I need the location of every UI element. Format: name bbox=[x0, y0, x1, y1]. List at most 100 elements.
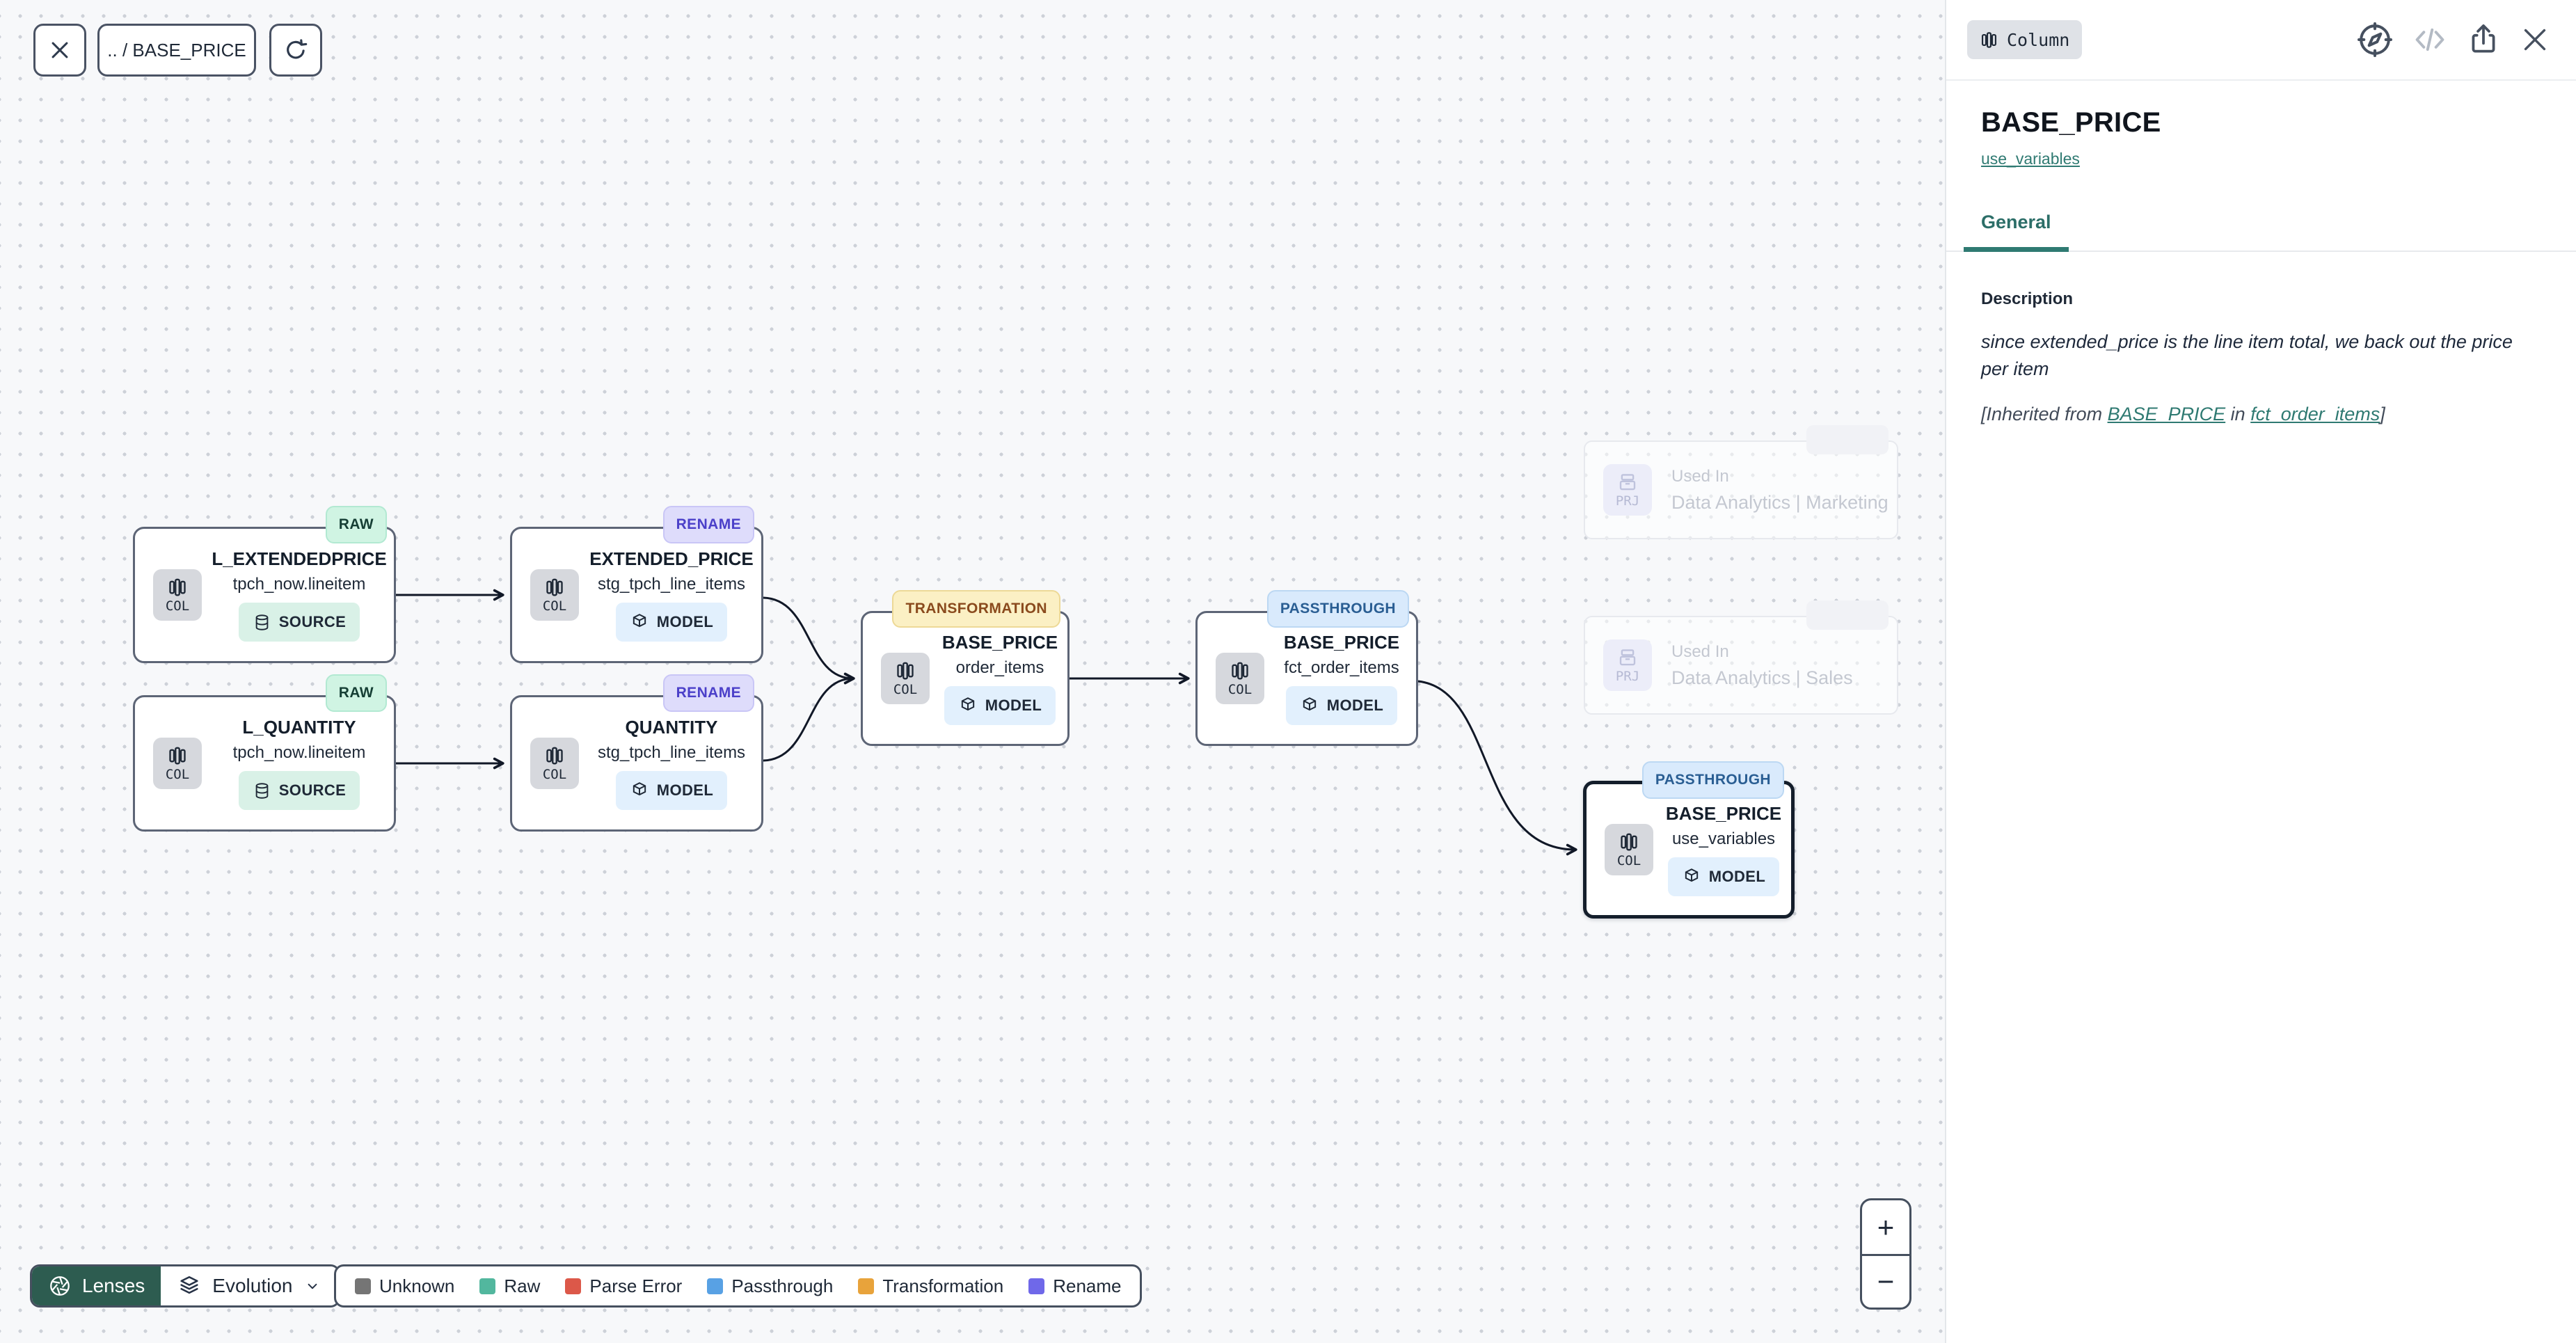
inherited-note: [Inherited from BASE_PRICE in fct_order_… bbox=[1981, 404, 2541, 425]
column-icon bbox=[897, 662, 914, 679]
close-icon bbox=[51, 42, 68, 58]
code-icon[interactable] bbox=[2412, 22, 2448, 58]
lenses-control: Lenses Evolution bbox=[30, 1264, 341, 1308]
chevron-down-icon bbox=[308, 1283, 317, 1289]
column-icon bbox=[546, 747, 563, 764]
lineage-node[interactable]: RAW COL L_EXTENDEDPRICE tpch_now.lineite… bbox=[133, 506, 396, 663]
zoom-in-button[interactable]: + bbox=[1877, 1210, 1895, 1243]
column-type-label: COL bbox=[542, 766, 567, 782]
lens-badge: RAW bbox=[325, 674, 387, 712]
column-icon bbox=[1621, 833, 1637, 850]
column-title: BASE_PRICE bbox=[1981, 107, 2161, 138]
column-type-chip: COL bbox=[530, 569, 579, 621]
ghost-lens-badge bbox=[1806, 425, 1889, 454]
lens-badge: RENAME bbox=[662, 674, 754, 712]
column-type-chip: COL bbox=[1605, 824, 1653, 875]
node-subtitle: fct_order_items bbox=[1284, 658, 1399, 677]
legend-swatch bbox=[858, 1278, 875, 1294]
node-title: EXTENDED_PRICE bbox=[589, 548, 754, 569]
lens-badge: TRANSFORMATION bbox=[892, 590, 1060, 628]
project-icon bbox=[1619, 473, 1636, 490]
legend-item: Raw bbox=[479, 1276, 540, 1297]
breadcrumb[interactable]: .. / BASE_PRICE bbox=[97, 24, 256, 77]
model-cube-icon bbox=[961, 697, 974, 711]
project-type-label: PRJ bbox=[1615, 493, 1640, 509]
lineage-node[interactable]: RENAME COL QUANTITY stg_tpch_line_items bbox=[510, 674, 763, 832]
model-link[interactable]: use_variables bbox=[1981, 150, 2080, 168]
legend-label: Parse Error bbox=[589, 1275, 683, 1296]
node-kind-badge: MODEL bbox=[1667, 857, 1780, 896]
node-kind-label: SOURCE bbox=[278, 613, 347, 630]
legend-item: Rename bbox=[1028, 1276, 1121, 1297]
node-kind-badge: MODEL bbox=[615, 771, 728, 810]
lineage-node[interactable]: RAW COL L_QUANTITY tpch_now.lineitem bbox=[133, 674, 396, 832]
used-in-label: Used In bbox=[1671, 642, 1729, 661]
column-type-chip: COL bbox=[153, 738, 202, 789]
node-title: BASE_PRICE bbox=[1283, 632, 1400, 653]
legend-item: Parse Error bbox=[565, 1276, 682, 1297]
node-subtitle: use_variables bbox=[1671, 829, 1776, 848]
lenses-button[interactable]: Lenses bbox=[32, 1266, 161, 1305]
legend-item: Unknown bbox=[355, 1276, 454, 1297]
column-type-label: COL bbox=[1227, 681, 1253, 697]
node-kind-badge: MODEL bbox=[615, 603, 728, 642]
node-subtitle: stg_tpch_line_items bbox=[597, 575, 746, 594]
project-type-label: PRJ bbox=[1615, 668, 1640, 684]
legend-swatch bbox=[707, 1278, 724, 1294]
legend-label: Raw bbox=[504, 1275, 541, 1296]
column-icon bbox=[1232, 662, 1248, 679]
close-graph-button[interactable] bbox=[33, 24, 86, 77]
column-type-label: COL bbox=[542, 598, 567, 614]
zoom-out-button[interactable]: − bbox=[1862, 1254, 1909, 1308]
refresh-button[interactable] bbox=[269, 24, 322, 77]
used-in-node[interactable]: PRJ Used In Data Analytics | Sales bbox=[1584, 601, 1898, 715]
column-type-label: COL bbox=[165, 766, 190, 782]
legend-swatch bbox=[1028, 1278, 1045, 1294]
project-type-chip: PRJ bbox=[1603, 464, 1652, 516]
inherited-prefix: [Inherited from bbox=[1981, 404, 2108, 425]
compass-icon[interactable] bbox=[2356, 21, 2394, 58]
node-kind-label: MODEL bbox=[985, 697, 1042, 714]
column-type-chip: COL bbox=[881, 653, 930, 704]
tab-general[interactable]: General bbox=[1964, 212, 2069, 252]
inherited-suffix: ] bbox=[2380, 404, 2385, 425]
used-in-project: Data Analytics | Sales bbox=[1671, 667, 1853, 688]
selected-lens-label: Evolution bbox=[212, 1275, 293, 1296]
lens-badge: PASSTHROUGH bbox=[1641, 761, 1784, 799]
node-kind-label: MODEL bbox=[656, 781, 714, 799]
column-type-chip: COL bbox=[153, 569, 202, 621]
lineage-canvas[interactable]: .. / BASE_PRICE RAW COL L_EXTENDEDPRICE … bbox=[0, 0, 1945, 1343]
inherited-model-link[interactable]: fct_order_items bbox=[2250, 404, 2380, 425]
legend-swatch bbox=[565, 1278, 582, 1294]
inherited-middle: in bbox=[2225, 404, 2251, 425]
layers-icon bbox=[180, 1276, 198, 1294]
node-kind-label: SOURCE bbox=[278, 781, 347, 799]
legend-swatch bbox=[479, 1278, 496, 1294]
share-icon[interactable] bbox=[2466, 22, 2501, 57]
used-in-label: Used In bbox=[1671, 466, 1729, 486]
node-kind-badge: SOURCE bbox=[238, 771, 360, 810]
close-panel-icon[interactable] bbox=[2519, 24, 2551, 56]
lineage-node[interactable]: PASSTHROUGH COL BASE_PRICE use_variables bbox=[1583, 761, 1795, 919]
refresh-icon bbox=[287, 39, 308, 59]
lineage-node[interactable]: RENAME COL EXTENDED_PRICE stg_tpch_line_… bbox=[510, 506, 763, 663]
model-cube-icon bbox=[633, 614, 646, 628]
inherited-column-link[interactable]: BASE_PRICE bbox=[2107, 404, 2226, 425]
used-in-node[interactable]: PRJ Used In Data Analytics | Marketing bbox=[1584, 425, 1898, 539]
project-icon bbox=[1619, 649, 1636, 665]
legend-label: Passthrough bbox=[731, 1275, 834, 1296]
description-text: since extended_price is the line item to… bbox=[1981, 331, 2513, 380]
lens-selector-dropdown[interactable]: Evolution bbox=[161, 1266, 339, 1305]
lens-badge: RENAME bbox=[662, 506, 754, 543]
column-type-chip: COL bbox=[1216, 653, 1264, 704]
ghost-lens-badge bbox=[1806, 601, 1889, 630]
lenses-label: Lenses bbox=[82, 1275, 145, 1296]
lineage-node[interactable]: PASSTHROUGH COL BASE_PRICE fct_order_ite… bbox=[1195, 590, 1418, 746]
lineage-node[interactable]: TRANSFORMATION COL BASE_PRICE order_item… bbox=[861, 590, 1070, 746]
column-type-label: COL bbox=[893, 681, 918, 697]
entity-type-badge: Column bbox=[1967, 20, 2083, 59]
node-title: L_EXTENDEDPRICE bbox=[212, 548, 387, 569]
used-in-project: Data Analytics | Marketing bbox=[1671, 491, 1889, 513]
node-title: BASE_PRICE bbox=[941, 632, 1058, 653]
node-kind-badge: SOURCE bbox=[238, 603, 360, 642]
